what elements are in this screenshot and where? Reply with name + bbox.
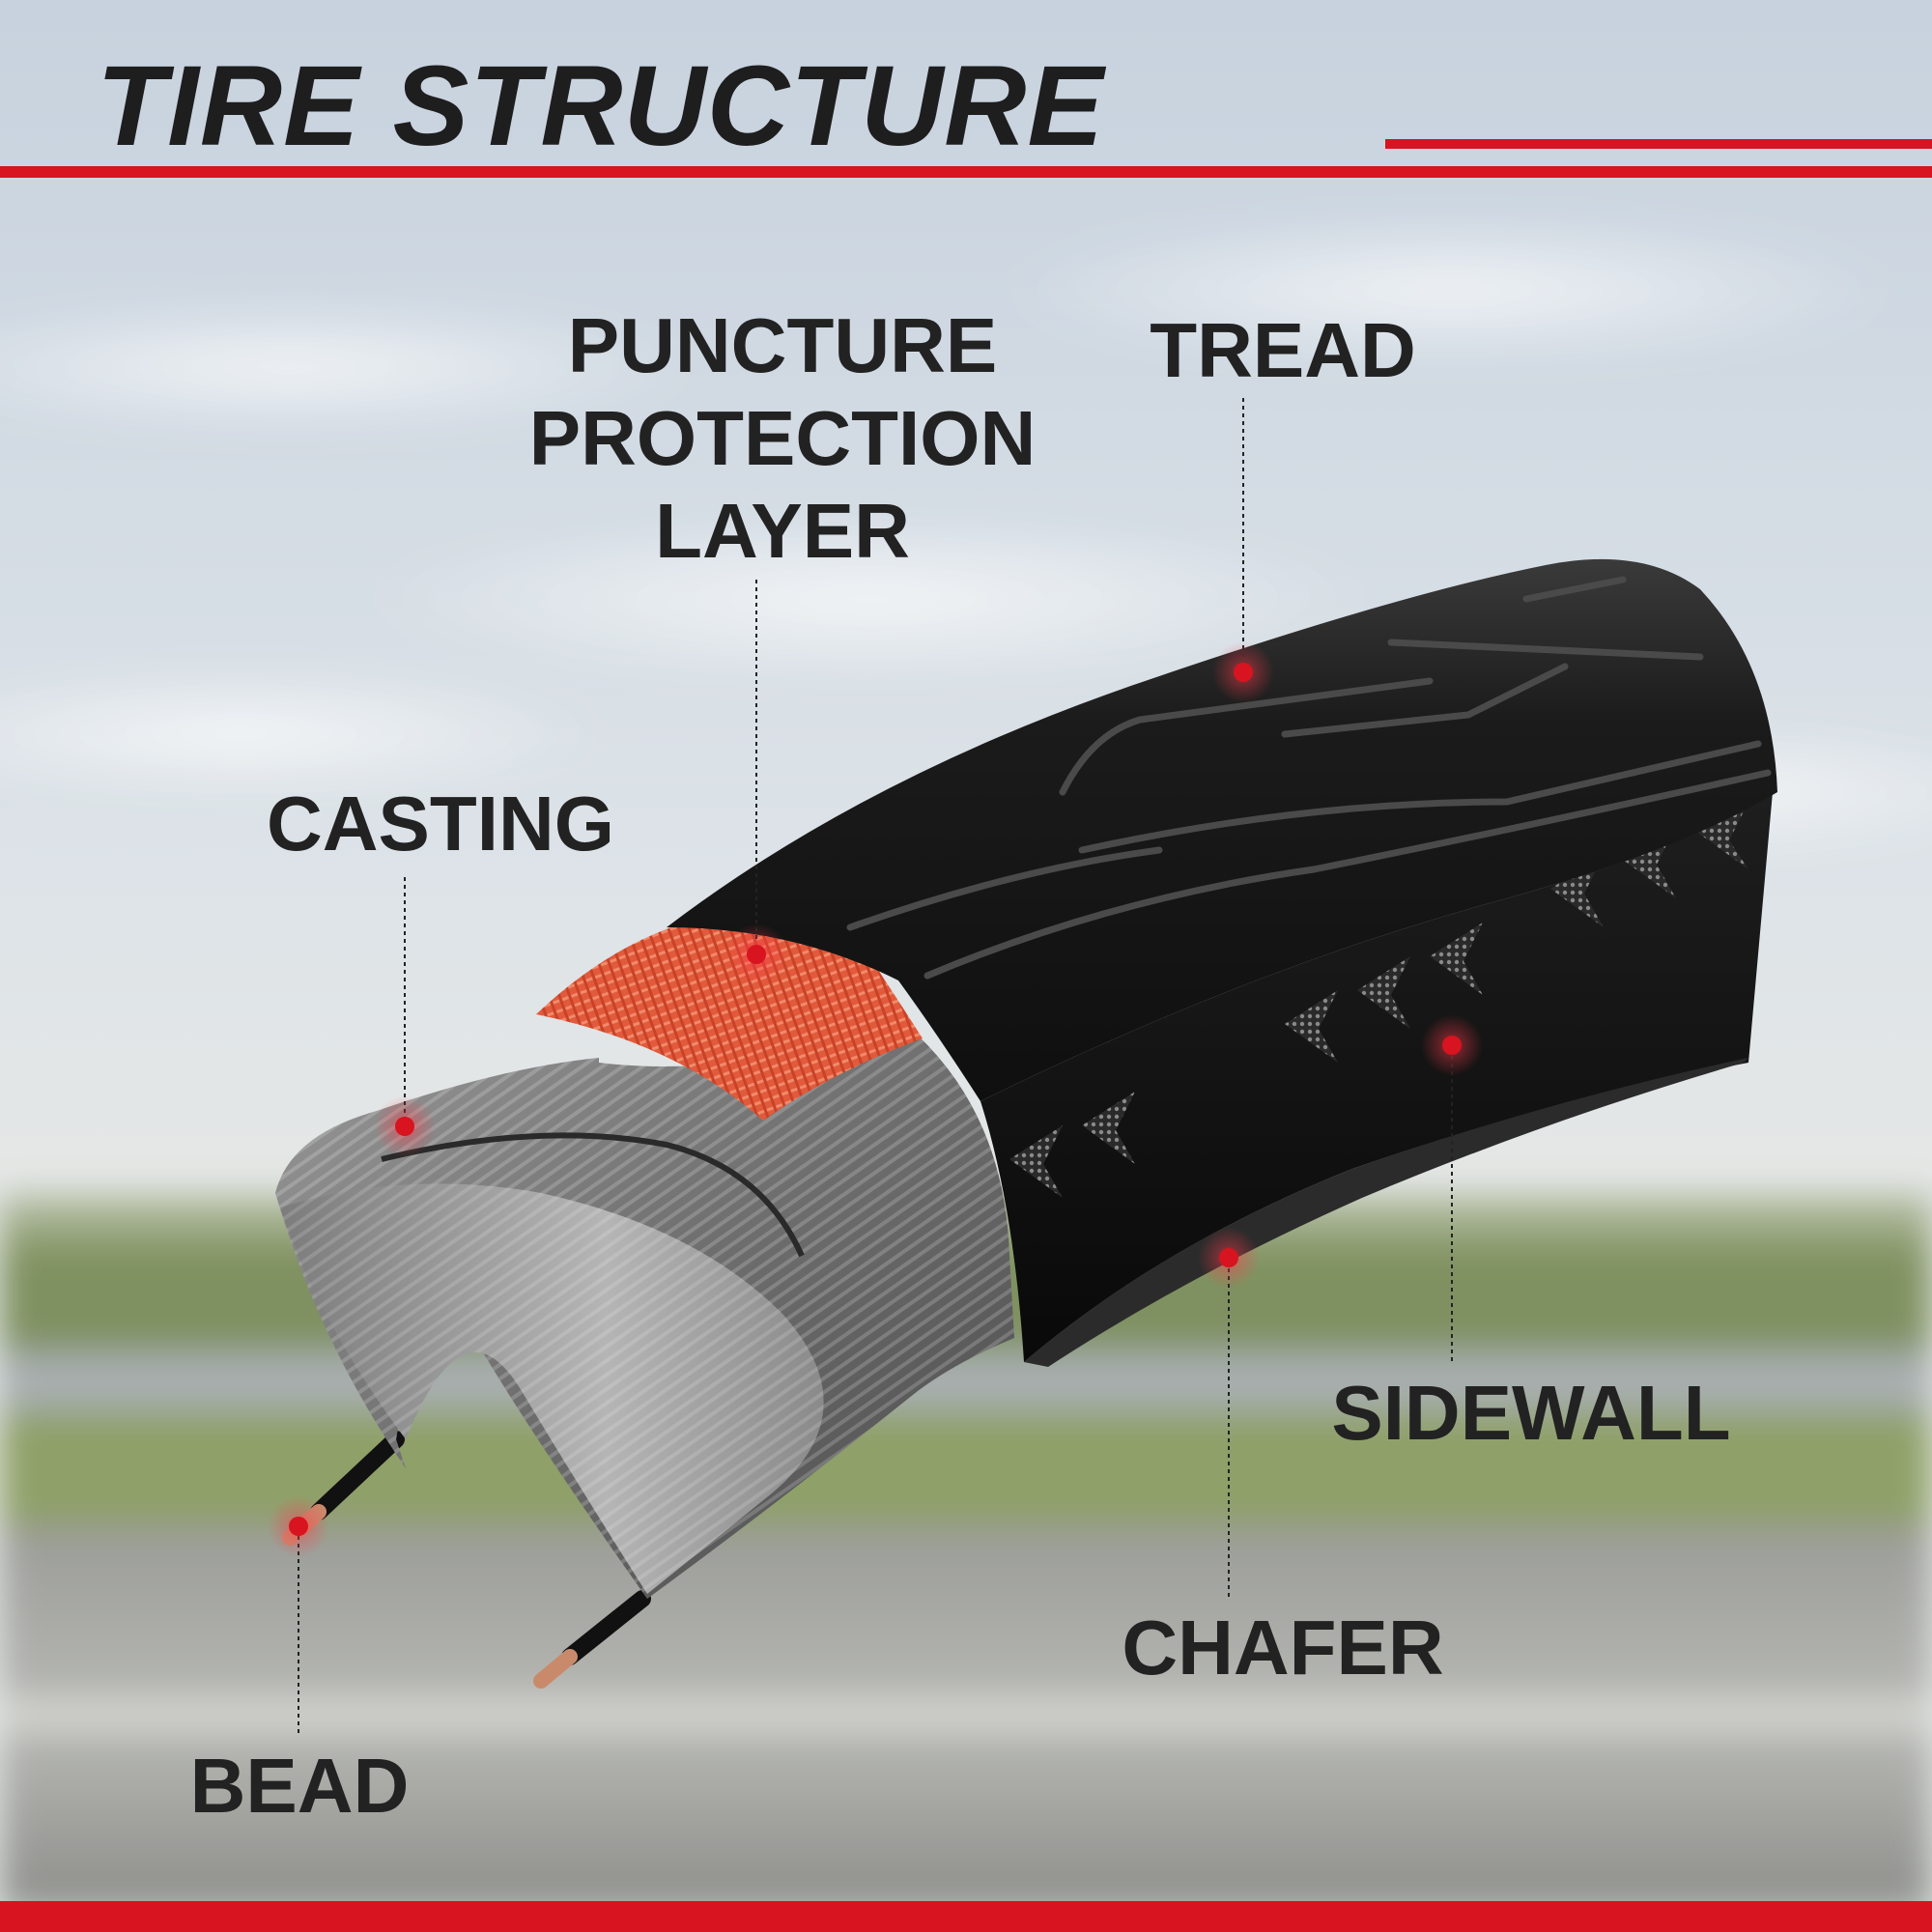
hotspot-casting[interactable] [374,1095,436,1157]
label-tread: TREAD [1150,307,1416,393]
hotspot-puncture-layer[interactable] [725,923,787,985]
label-line: PUNCTURE [567,302,998,388]
bottom-bar [0,1901,1932,1932]
leader-lines [298,398,1453,1734]
chafer [1024,1058,1748,1367]
hotspot-bead[interactable] [268,1495,329,1557]
tire-cutaway [275,558,1777,1689]
label-sidewall: SIDEWALL [1331,1370,1731,1456]
sidewall [980,792,1773,1362]
title-accent-bar [1385,139,1932,149]
hotspot-tread[interactable] [1212,641,1274,703]
label-casting: CASTING [267,781,614,867]
hotspot-chafer[interactable] [1198,1227,1260,1289]
hotspot-sidewall[interactable] [1421,1014,1483,1076]
label-line: LAYER [655,488,910,574]
puncture-protection-layer [536,913,923,1121]
label-puncture-protection-layer: PUNCTURE PROTECTION LAYER [529,299,1036,578]
title-underline [0,166,1932,178]
page-title: TIRE STRUCTURE [97,43,1105,170]
label-bead: BEAD [189,1743,410,1829]
label-chafer: CHAFER [1122,1605,1444,1690]
sidewall-chevrons [1009,802,1748,1198]
tread-grooves [846,576,1772,980]
label-line: PROTECTION [528,395,1037,481]
